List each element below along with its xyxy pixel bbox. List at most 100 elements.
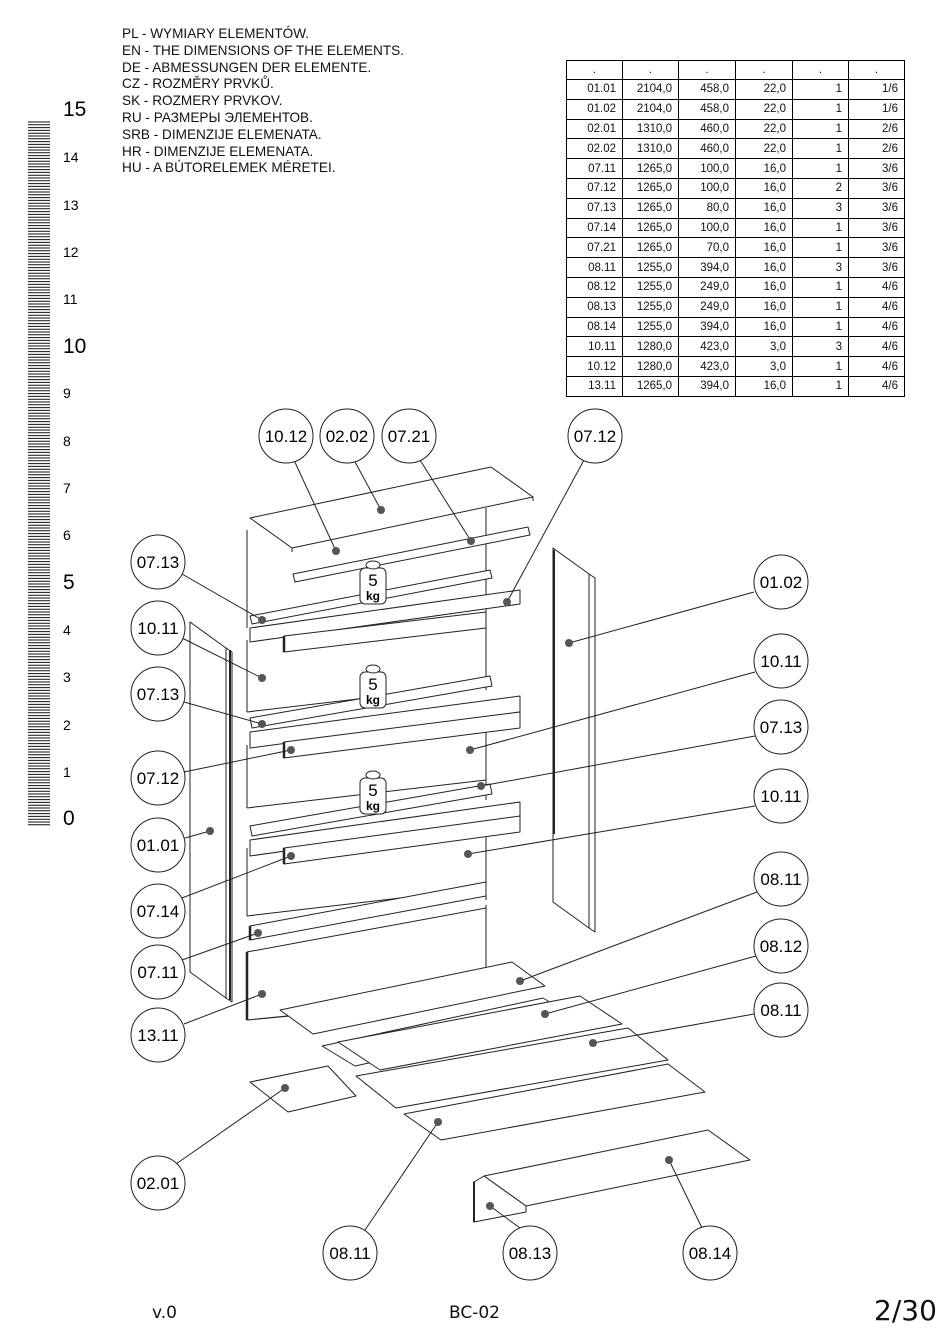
table-header-cell: . (792, 60, 849, 80)
title-line: SRB - DIMENZIJE ELEMENATA. (122, 126, 322, 142)
ruler-label: 12 (63, 244, 79, 260)
table-cell: 4/6 (848, 276, 905, 298)
callout-label: 07.11 (137, 963, 178, 982)
board (279, 961, 546, 1035)
measuring-ruler: 15 14 13 12 11 10 9 8 7 6 5 4 3 2 1 0 (28, 98, 86, 830)
table-cell: 3/6 (848, 217, 905, 239)
table-cell: 1265,0 (622, 237, 679, 259)
table-cell: 100,0 (678, 217, 736, 239)
ruler-label: 3 (63, 669, 71, 685)
callout-label: 01.01 (137, 836, 180, 855)
table-header-row: ...... (566, 60, 905, 80)
callout-bubble: 07.13 (130, 534, 266, 624)
weight-unit: kg (366, 799, 380, 813)
title-line: HU - A BÚTORELEMEK MÉRETEI. (122, 160, 336, 176)
callout-label: 08.11 (760, 870, 801, 889)
table-cell: 460,0 (678, 138, 736, 160)
title-line: DE - ABMESSUNGEN DER ELEMENTE. (122, 59, 372, 75)
table-cell: 02.01 (566, 118, 623, 140)
table-cell: 16,0 (735, 177, 793, 199)
callout-bubble: 07.13 (130, 666, 266, 728)
callout-label: 13.11 (137, 1026, 178, 1045)
ruler-label: 11 (63, 291, 78, 307)
weight-icon: 5 kg (359, 560, 387, 605)
title-line: EN - THE DIMENSIONS OF THE ELEMENTS. (122, 42, 404, 58)
ruler-label: 8 (63, 433, 71, 449)
table-cell: 08.12 (566, 276, 623, 298)
title-lines: PL - WYMIARY ELEMENTÓW. EN - THE DIMENSI… (122, 26, 404, 177)
product-code: BC-02 (449, 1303, 500, 1323)
weight-value: 5 (368, 781, 377, 800)
callout-bubble: 02.01 (130, 1084, 289, 1211)
callout-label: 10.11 (760, 652, 801, 671)
shelf-strip (249, 589, 521, 643)
callout-label: 07.12 (137, 769, 180, 788)
table-cell: 08.13 (566, 296, 623, 318)
callout-bubble: 10.12 (258, 408, 340, 555)
callout-bubble: 10.11 (130, 600, 266, 682)
callout-bubble: 01.01 (130, 817, 214, 873)
callout-label: 07.12 (574, 427, 617, 446)
title-line: SK - ROZMERY PRVKOV. (122, 93, 283, 109)
table-cell: 4/6 (848, 336, 905, 358)
table-cell: 13.11 (566, 375, 623, 397)
table-cell: 07.21 (566, 237, 623, 259)
table-cell: 1255,0 (622, 276, 679, 298)
callout-label: 08.13 (509, 1244, 552, 1263)
callout-bubble: 07.14 (130, 852, 295, 939)
weight-unit: kg (366, 589, 380, 603)
callout-label: 10.11 (137, 619, 178, 638)
table-cell: 100,0 (678, 177, 736, 199)
callout-label: 08.11 (760, 1001, 801, 1020)
ruler-label: 4 (63, 622, 71, 638)
callout-label: 10.12 (265, 427, 308, 446)
callout-label: 07.13 (760, 718, 803, 737)
callout-label: 07.13 (137, 553, 180, 572)
callout-label: 02.02 (326, 427, 369, 446)
table-cell: 02.02 (566, 138, 623, 160)
callout-bubble: 08.11 (516, 851, 809, 985)
table-cell: 07.14 (566, 217, 623, 239)
table-cell: 01.02 (566, 98, 623, 120)
ruler-label: 6 (63, 527, 71, 543)
table-cell: 4/6 (848, 356, 905, 377)
callout-bubble: 07.13 (477, 699, 809, 790)
callout-bubble: 08.14 (665, 1156, 738, 1281)
callout-label: 02.01 (137, 1174, 180, 1193)
table-cell: 16,0 (735, 296, 793, 318)
callout-label: 07.13 (137, 685, 180, 704)
table-cell: 16,0 (735, 276, 793, 298)
callout-bubble: 02.02 (319, 408, 385, 514)
bottom-panel (249, 1065, 357, 1113)
callout-bubble: 10.11 (466, 633, 809, 754)
page-number: 2/30 (874, 1294, 937, 1327)
title-line: RU - РАЗМЕРЫ ЭЛЕМЕНТОВ. (122, 109, 313, 125)
callout-bubble: 07.12 (503, 408, 623, 606)
callout-bubble: 08.11 (589, 982, 809, 1047)
table-cell: 460,0 (678, 118, 736, 140)
table-cell: 1/6 (848, 79, 905, 100)
table-cell: 1255,0 (622, 257, 679, 278)
table-cell: 16,0 (735, 237, 793, 259)
table-cell: 4/6 (848, 296, 905, 318)
side-panel-left (189, 621, 227, 999)
ruler-ticks (28, 121, 50, 826)
callout-bubble: 07.12 (130, 746, 295, 806)
board (483, 1129, 751, 1207)
callout-label: 08.11 (329, 1244, 370, 1263)
ruler-label: 13 (63, 197, 79, 213)
callout-bubble: 07.11 (130, 929, 262, 1000)
side-panel-right (552, 547, 590, 929)
callout-bubble: 01.02 (565, 554, 809, 647)
ruler-label: 1 (63, 764, 71, 780)
